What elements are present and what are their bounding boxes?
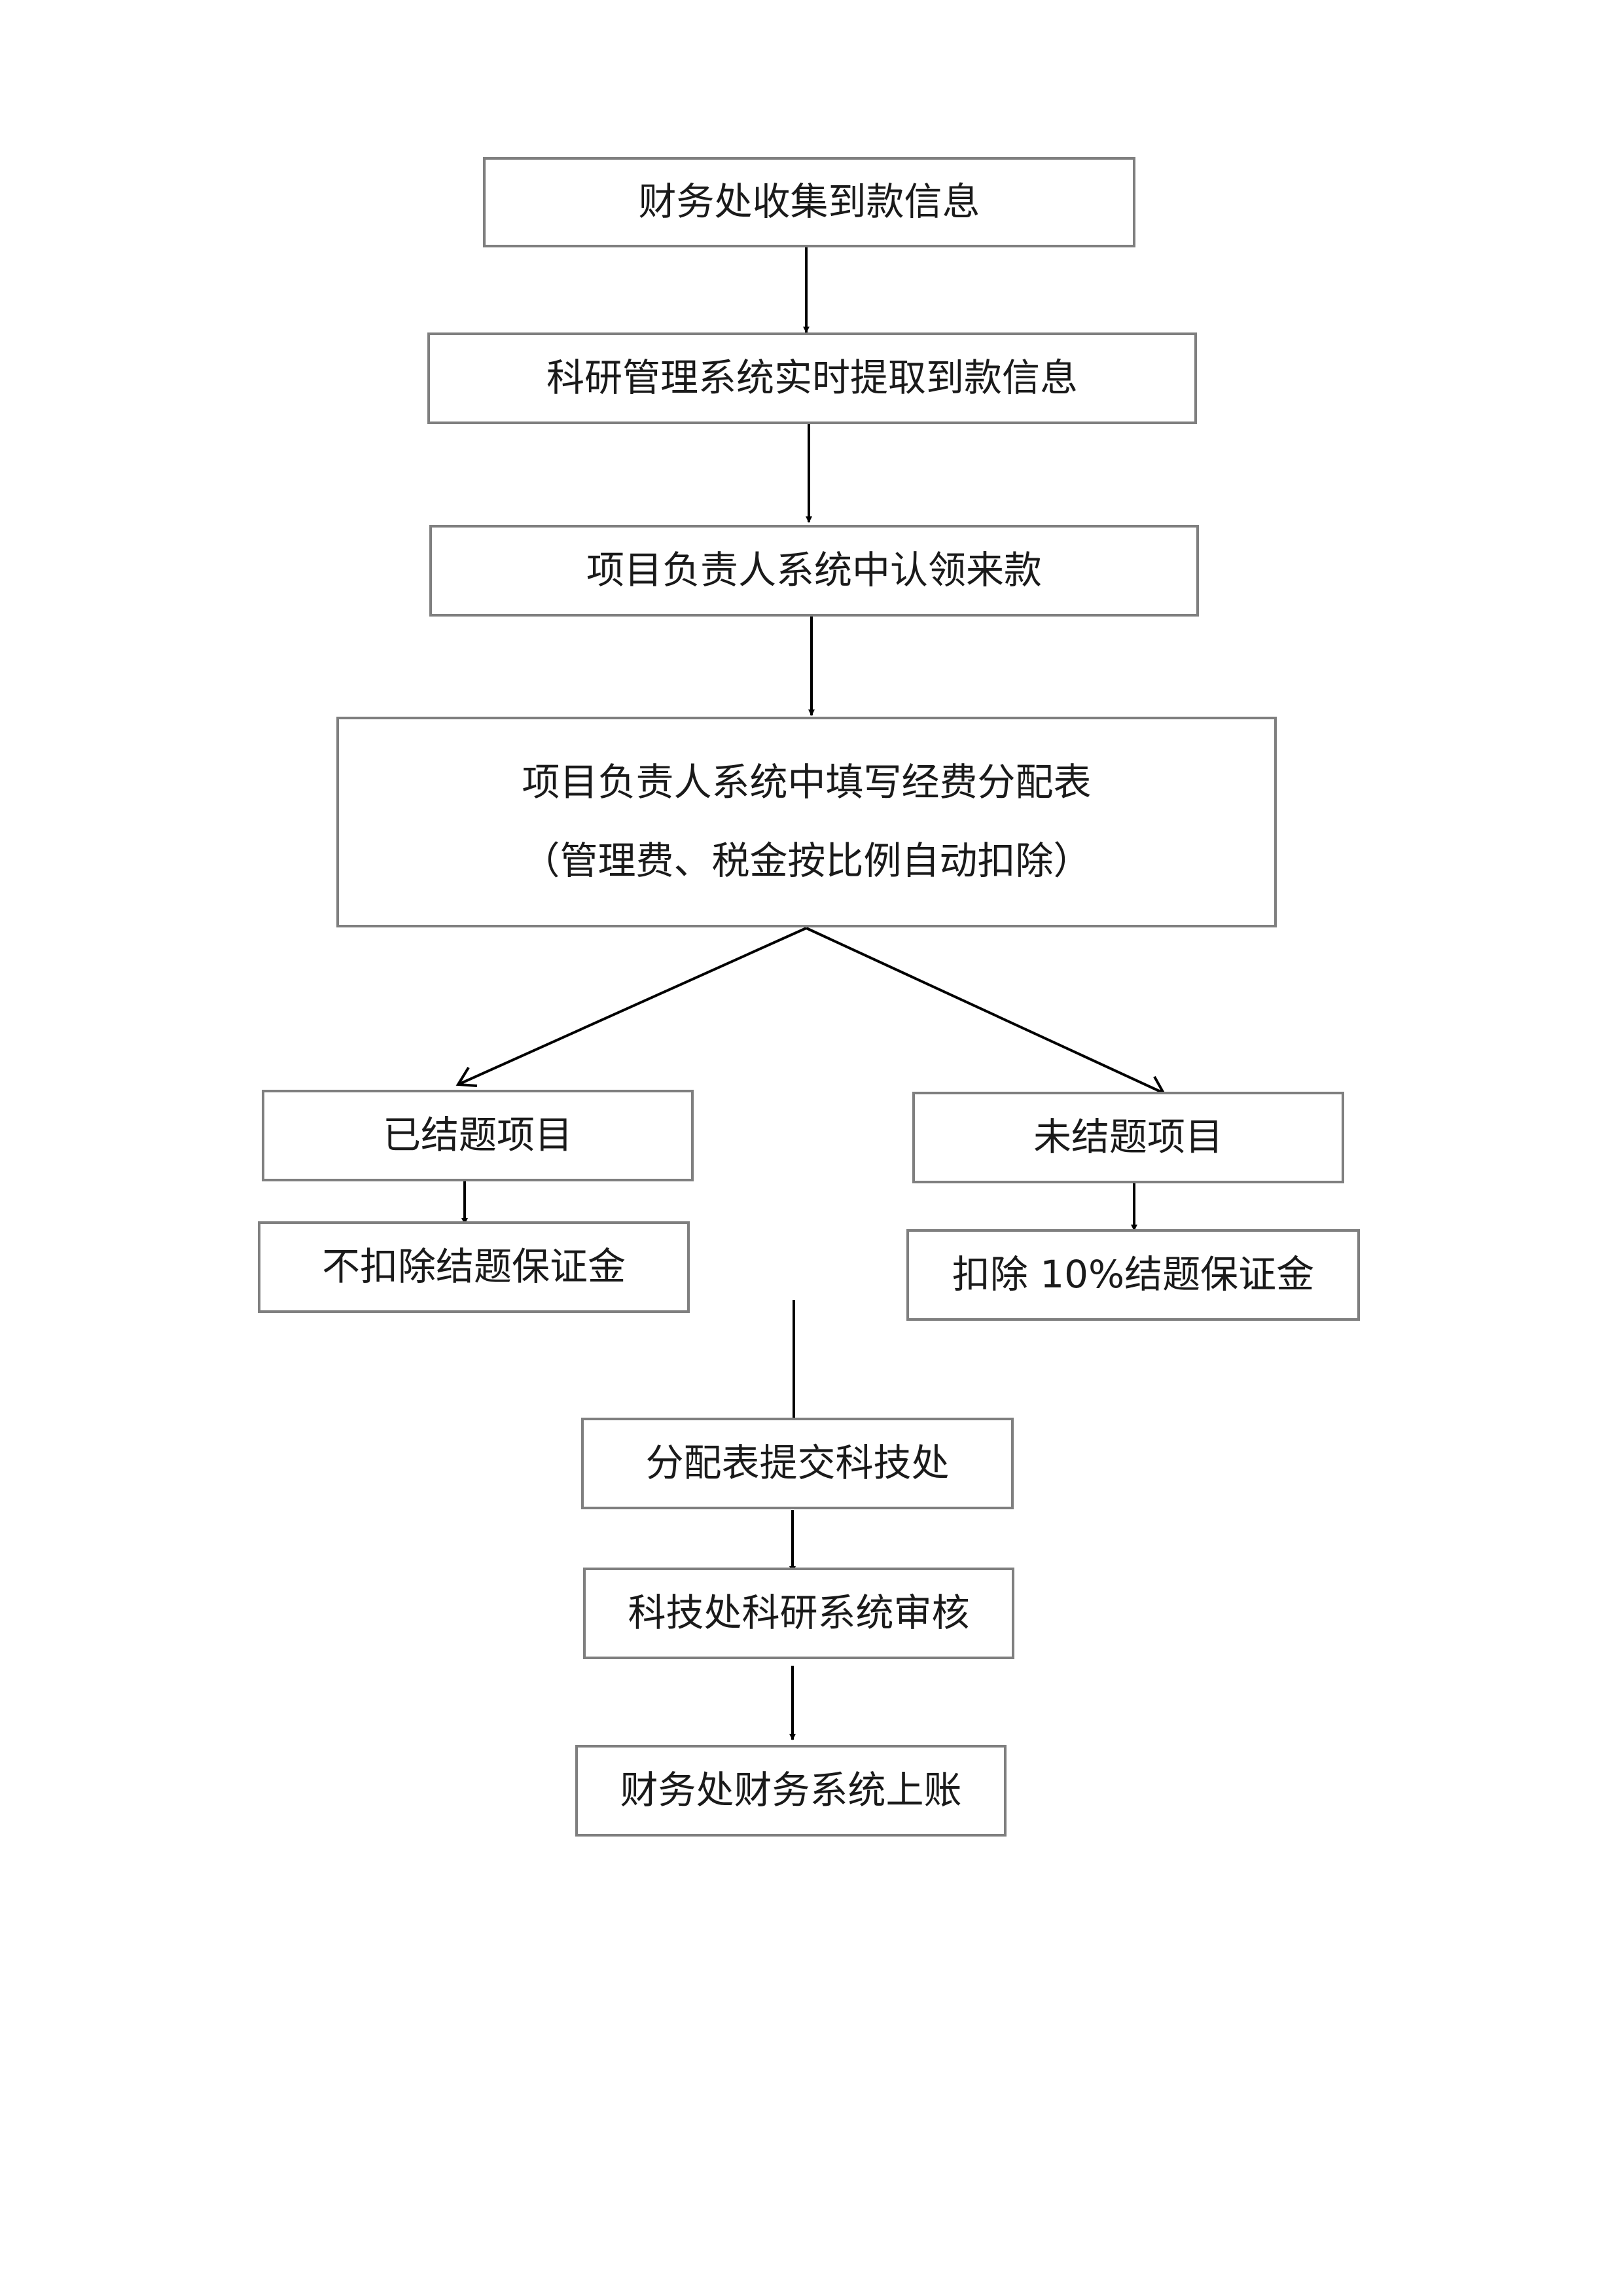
step-book-label: 财务处财务系统上账 (620, 1768, 962, 1813)
step-claim-box: 项目负责人系统中认领来款 (429, 525, 1199, 617)
step-fill-label-line2: （管理费、税金按比例自动扣除） (522, 838, 1092, 883)
step-review-box: 科技处科研系统审核 (583, 1568, 1014, 1659)
step-submit-box: 分配表提交科技处 (581, 1418, 1014, 1509)
step-submit-label: 分配表提交科技处 (645, 1441, 950, 1486)
arrow-fill-to-closed (457, 927, 807, 1086)
step-book-box: 财务处财务系统上账 (575, 1745, 1007, 1837)
arrow-fill-to-open (806, 927, 1164, 1094)
step-no-deduct-label: 不扣除结题保证金 (321, 1244, 626, 1289)
step-deduct-box: 扣除 10%结题保证金 (906, 1229, 1360, 1321)
arrowhead-closed-open (455, 1066, 478, 1087)
step-fill-box: 项目负责人系统中填写经费分配表 （管理费、税金按比例自动扣除） (336, 717, 1277, 927)
step-extract-box: 科研管理系统实时提取到款信息 (427, 332, 1197, 424)
step-collect-label: 财务处收集到款信息 (638, 179, 980, 224)
step-collect-box: 财务处收集到款信息 (483, 157, 1135, 247)
branch-closed-label: 已结题项目 (382, 1113, 573, 1158)
branch-open-label: 未结题项目 (1033, 1115, 1223, 1160)
branch-open-box: 未结题项目 (912, 1092, 1344, 1183)
step-fill-label-line1: 项目负责人系统中填写经费分配表 (522, 760, 1092, 805)
step-review-label: 科技处科研系统审核 (628, 1590, 970, 1636)
branch-closed-box: 已结题项目 (262, 1090, 694, 1181)
step-deduct-label: 扣除 10%结题保证金 (952, 1252, 1315, 1297)
step-no-deduct-box: 不扣除结题保证金 (258, 1221, 690, 1313)
step-claim-label: 项目负责人系统中认领来款 (586, 548, 1042, 593)
step-extract-label: 科研管理系统实时提取到款信息 (546, 355, 1078, 401)
